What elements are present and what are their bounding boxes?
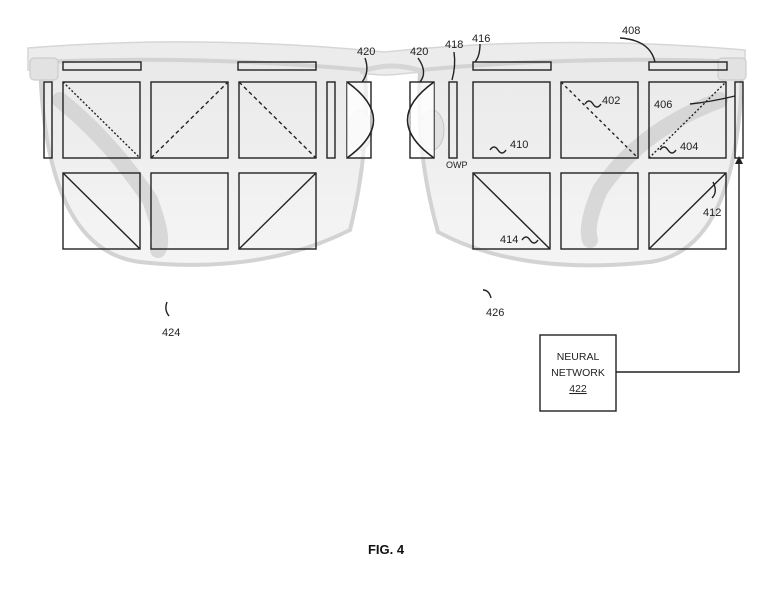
reference-labels: 420 420 418 416 408 402 406 410 404 412 … xyxy=(162,25,721,339)
top-bar xyxy=(237,61,317,71)
label-420-right: 420 xyxy=(410,46,428,58)
sensor-square-412 xyxy=(648,172,727,250)
nn-line2: NETWORK xyxy=(551,367,605,379)
label-426: 426 xyxy=(486,307,504,319)
sensor-square xyxy=(62,81,141,159)
label-420-left: 420 xyxy=(357,46,375,58)
label-414: 414 xyxy=(500,234,518,246)
top-bar xyxy=(62,61,142,71)
label-410: 410 xyxy=(510,139,528,151)
label-412: 412 xyxy=(703,207,721,219)
sensor-square-414 xyxy=(472,172,551,250)
nn-line1: NEURAL xyxy=(557,351,600,363)
sensor-square-410 xyxy=(472,81,551,159)
label-408: 408 xyxy=(622,25,640,37)
side-bar xyxy=(448,81,458,159)
sensor-square-402 xyxy=(560,81,639,159)
sensor-square xyxy=(238,172,317,250)
diagram-elements xyxy=(43,37,744,412)
figure-caption: FIG. 4 xyxy=(368,542,405,557)
label-402: 402 xyxy=(602,95,620,107)
nn-ref: 422 xyxy=(569,383,587,395)
sensor-square-404 xyxy=(648,81,727,159)
side-bar xyxy=(326,81,336,159)
label-404: 404 xyxy=(680,141,698,153)
top-bar xyxy=(472,61,552,71)
sensor-square xyxy=(150,172,229,250)
sensor-square xyxy=(150,81,229,159)
label-424: 424 xyxy=(162,327,180,339)
sensor-square xyxy=(238,81,317,159)
neural-network-box xyxy=(539,334,617,412)
sensor-square xyxy=(62,172,141,250)
neural-network-text: NEURAL NETWORK 422 xyxy=(551,351,605,395)
side-bar xyxy=(43,81,53,159)
top-bar xyxy=(648,61,728,71)
label-406: 406 xyxy=(654,99,672,111)
label-416: 416 xyxy=(472,33,490,45)
label-owp: OWP xyxy=(446,160,468,170)
nn-connector-line xyxy=(616,158,740,373)
sensor-square xyxy=(560,172,639,250)
label-418: 418 xyxy=(445,39,463,51)
